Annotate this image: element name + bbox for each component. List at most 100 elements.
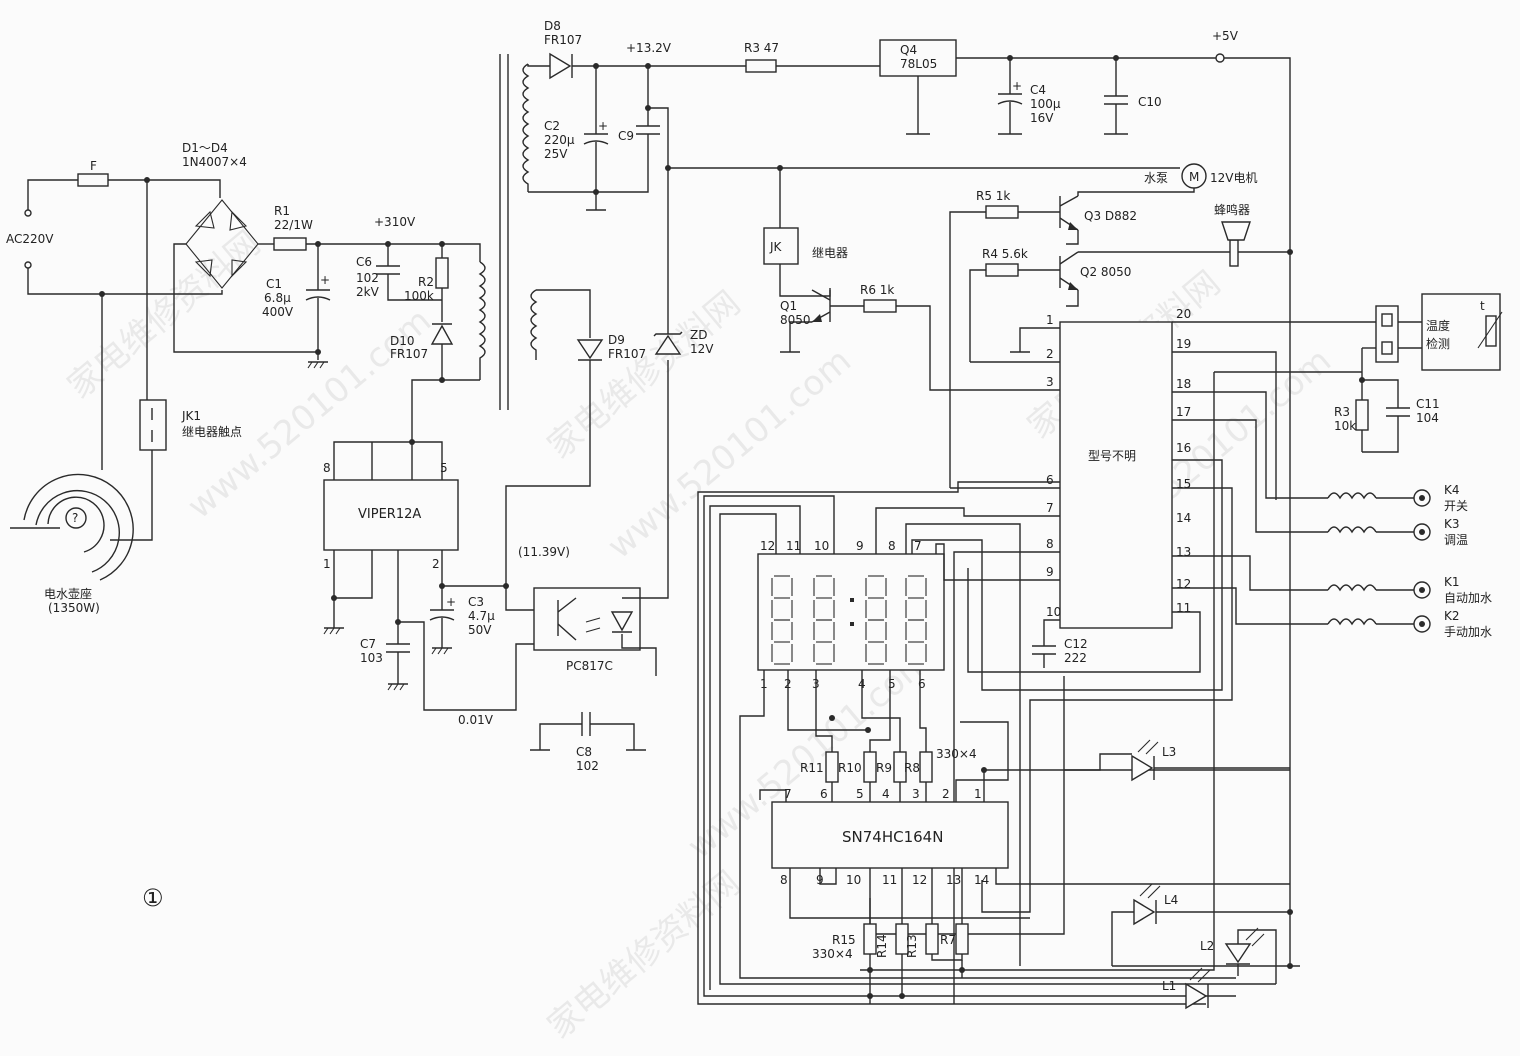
viper-pin1: 1 [323, 557, 331, 571]
key-value: 自动加水 [1444, 591, 1492, 605]
heater-element: ? [10, 473, 134, 581]
bridge-rectifier [185, 199, 259, 289]
inductor [1327, 492, 1377, 500]
c12-value: 222 [1064, 651, 1087, 665]
transformer-primary [478, 261, 486, 380]
resistor-r5 [985, 205, 1019, 219]
mcu-pin-number: 3 [1046, 375, 1054, 389]
r14-label: R14 [875, 934, 889, 958]
display-digits [771, 575, 927, 665]
resistor-r3 [745, 59, 777, 73]
mcu-pin-number: 19 [1176, 337, 1191, 351]
display-digit [865, 619, 887, 665]
d9-value: FR107 [608, 347, 646, 361]
mcu-label: 型号不明 [1088, 449, 1136, 463]
mcu-pin-number: 15 [1176, 477, 1191, 491]
relay-jk [763, 227, 799, 265]
heater-mark: ? [72, 511, 78, 525]
key-label: K3 [1444, 517, 1460, 531]
viper-label: VIPER12A [358, 507, 421, 522]
c4-value: 100μ [1030, 97, 1061, 111]
resistor-r13 [925, 923, 939, 955]
led-l4 [1133, 883, 1161, 926]
c12-label: C12 [1064, 637, 1088, 651]
r1-label: R1 [274, 204, 290, 218]
l1-label: L1 [1162, 979, 1176, 993]
q2-label: Q2 8050 [1080, 265, 1131, 279]
sn-pin-number: 5 [856, 787, 864, 801]
mcu-pin-number: 18 [1176, 377, 1191, 391]
sn-pin-number: 7 [784, 787, 792, 801]
buzzer-label: 蜂鸣器 [1214, 202, 1250, 217]
r11-label: R11 [800, 761, 824, 775]
r4-label: R4 5.6k [982, 247, 1028, 261]
key-label: K4 [1444, 483, 1460, 497]
motor-label: 12V电机 [1210, 171, 1257, 185]
c1-voltage: 400V [262, 305, 294, 319]
c10-label: C10 [1138, 95, 1162, 109]
d10-value: FR107 [390, 347, 428, 361]
l4-label: L4 [1164, 893, 1178, 907]
q1-value: 8050 [780, 313, 811, 327]
d10-label: D10 [390, 334, 415, 348]
c6-value: 102 [356, 271, 379, 285]
sn-pin-number: 4 [882, 787, 890, 801]
sn-pin-number: 13 [946, 873, 961, 887]
r9-label: R9 [876, 761, 892, 775]
display-pin-number: 5 [888, 677, 896, 691]
led-l1 [1185, 967, 1211, 1010]
viper12a-chip [323, 479, 459, 551]
r2-label: R2 [418, 275, 434, 289]
jk1-label: JK1 [181, 409, 201, 423]
r3b-value: 10k [1334, 419, 1356, 433]
resistor-r3b [1355, 399, 1369, 431]
bridge-value: 1N4007×4 [182, 155, 247, 169]
r5-label: R5 1k [976, 189, 1010, 203]
svg-text:+: + [598, 119, 608, 133]
mcu-pin-number: 17 [1176, 405, 1191, 419]
q4-value: 78L05 [900, 57, 937, 71]
secondary-regulator: D8 FR107 +13.2V + C2 220μ 25V C9 R3 47 Q… [522, 19, 1291, 966]
zener-zd [654, 334, 682, 355]
c7-label: C7 [360, 637, 376, 651]
r15-value: 330×4 [812, 947, 853, 961]
ac-terminal [24, 261, 32, 269]
watermark-text: 家电维修资料网 [60, 223, 268, 407]
temp-t: t [1480, 299, 1485, 313]
sn-pin-number: 12 [912, 873, 927, 887]
mcu-pin-number: 16 [1176, 441, 1191, 455]
mcu-pin-number: 12 [1176, 577, 1191, 591]
resistor-r7 [955, 923, 969, 955]
transformer-aux [530, 289, 538, 360]
mcu-pin-number: 10 [1046, 605, 1061, 619]
c8-label: C8 [576, 745, 592, 759]
c8-value: 102 [576, 759, 599, 773]
key-value: 调温 [1444, 533, 1468, 547]
c11-value: 104 [1416, 411, 1439, 425]
c9-label: C9 [618, 129, 634, 143]
bridge-label: D1～D4 [182, 141, 228, 155]
sn-pin-number: 1 [974, 787, 982, 801]
c3-label: C3 [468, 595, 484, 609]
svg-text:+: + [1012, 79, 1022, 93]
mcu-pin-number: 6 [1046, 473, 1054, 487]
resistor-r11 [825, 751, 839, 783]
v132-label: +13.2V [626, 41, 672, 55]
d9-label: D9 [608, 333, 625, 347]
r8-value: 330×4 [936, 747, 977, 761]
r13-label: R13 [905, 934, 919, 958]
c3-voltage: 50V [468, 623, 492, 637]
c2-value: 220μ [544, 133, 575, 147]
temp-label: 温度 [1426, 318, 1450, 333]
mcu-chip [1059, 321, 1173, 629]
viper-pin8: 8 [323, 461, 331, 475]
v001-label: 0.01V [458, 713, 494, 727]
display-pin-number: 7 [914, 539, 922, 553]
jk-label: JK [769, 240, 783, 254]
sn-pin-number: 6 [820, 787, 828, 801]
c3-value: 4.7μ [468, 609, 495, 623]
heater-value: (1350W) [48, 601, 100, 615]
temp-label2: 检测 [1426, 336, 1450, 351]
ac-terminal [24, 209, 32, 217]
